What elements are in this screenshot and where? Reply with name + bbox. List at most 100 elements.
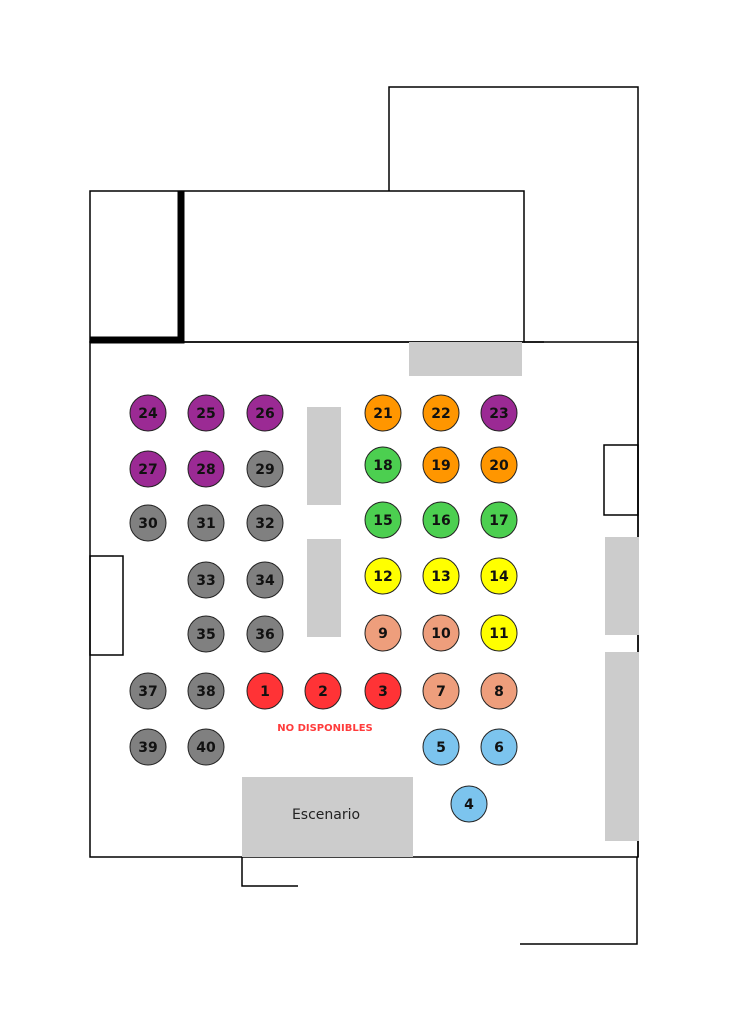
seat-23[interactable]: 23	[480, 394, 518, 432]
seat-circle[interactable]	[304, 672, 342, 710]
seat-number: 38	[196, 684, 215, 700]
seat-30[interactable]: 30	[129, 504, 167, 542]
seat-circle[interactable]	[422, 557, 460, 595]
seat-number: 22	[431, 406, 450, 422]
seat-circle[interactable]	[129, 450, 167, 488]
seat-number: 6	[494, 740, 504, 756]
seat-circle[interactable]	[187, 504, 225, 542]
seat-38[interactable]: 38	[187, 672, 225, 710]
seat-circle[interactable]	[480, 557, 518, 595]
seat-number: 39	[138, 740, 157, 756]
seat-4[interactable]: 4	[450, 785, 488, 823]
side-block-upper	[605, 537, 639, 635]
seat-28[interactable]: 28	[187, 450, 225, 488]
seat-circle[interactable]	[364, 394, 402, 432]
seat-6[interactable]: 6	[480, 728, 518, 766]
seat-26[interactable]: 26	[246, 394, 284, 432]
seat-circle[interactable]	[480, 394, 518, 432]
seat-36[interactable]: 36	[246, 615, 284, 653]
seat-24[interactable]: 24	[129, 394, 167, 432]
seat-circle[interactable]	[129, 672, 167, 710]
seat-circle[interactable]	[364, 672, 402, 710]
seat-circle[interactable]	[246, 615, 284, 653]
seat-2[interactable]: 2	[304, 672, 342, 710]
seat-circle[interactable]	[480, 672, 518, 710]
seat-1[interactable]: 1	[246, 672, 284, 710]
seat-circle[interactable]	[422, 501, 460, 539]
seat-25[interactable]: 25	[187, 394, 225, 432]
seat-number: 35	[196, 627, 215, 643]
seat-circle[interactable]	[480, 446, 518, 484]
seat-34[interactable]: 34	[246, 561, 284, 599]
seat-circle[interactable]	[422, 672, 460, 710]
walls	[89, 86, 639, 945]
bar-block	[409, 342, 522, 376]
seat-9[interactable]: 9	[364, 614, 402, 652]
seat-11[interactable]: 11	[480, 614, 518, 652]
seat-12[interactable]: 12	[364, 557, 402, 595]
seat-circle[interactable]	[246, 504, 284, 542]
seat-number: 2	[318, 684, 328, 700]
seat-circle[interactable]	[364, 614, 402, 652]
seat-circle[interactable]	[450, 785, 488, 823]
seat-circle[interactable]	[480, 501, 518, 539]
seat-10[interactable]: 10	[422, 614, 460, 652]
seat-circle[interactable]	[422, 728, 460, 766]
seat-33[interactable]: 33	[187, 561, 225, 599]
seat-14[interactable]: 14	[480, 557, 518, 595]
seat-5[interactable]: 5	[422, 728, 460, 766]
seat-35[interactable]: 35	[187, 615, 225, 653]
seat-circle[interactable]	[246, 561, 284, 599]
seat-19[interactable]: 19	[422, 446, 460, 484]
seat-31[interactable]: 31	[187, 504, 225, 542]
seat-number: 27	[138, 462, 157, 478]
seat-21[interactable]: 21	[364, 394, 402, 432]
seat-circle[interactable]	[129, 394, 167, 432]
seat-number: 4	[464, 797, 474, 813]
seat-circle[interactable]	[129, 504, 167, 542]
seat-circle[interactable]	[187, 561, 225, 599]
seat-circle[interactable]	[480, 728, 518, 766]
seat-18[interactable]: 18	[364, 446, 402, 484]
seat-number: 11	[489, 626, 508, 642]
stage-block	[242, 777, 413, 857]
seat-circle[interactable]	[187, 672, 225, 710]
seat-29[interactable]: 29	[246, 450, 284, 488]
seat-3[interactable]: 3	[364, 672, 402, 710]
seat-32[interactable]: 32	[246, 504, 284, 542]
seat-circle[interactable]	[187, 450, 225, 488]
seat-40[interactable]: 40	[187, 728, 225, 766]
seat-circle[interactable]	[246, 672, 284, 710]
seat-circle[interactable]	[422, 394, 460, 432]
seat-16[interactable]: 16	[422, 501, 460, 539]
seat-37[interactable]: 37	[129, 672, 167, 710]
seat-7[interactable]: 7	[422, 672, 460, 710]
seat-22[interactable]: 22	[422, 394, 460, 432]
seat-39[interactable]: 39	[129, 728, 167, 766]
seat-number: 24	[138, 406, 158, 422]
seat-circle[interactable]	[480, 614, 518, 652]
seat-circle[interactable]	[364, 557, 402, 595]
seat-circle[interactable]	[187, 728, 225, 766]
seat-circle[interactable]	[129, 728, 167, 766]
seat-17[interactable]: 17	[480, 501, 518, 539]
seat-circle[interactable]	[422, 446, 460, 484]
seat-27[interactable]: 27	[129, 450, 167, 488]
seat-circle[interactable]	[422, 614, 460, 652]
entrance-left	[241, 857, 298, 887]
seat-circle[interactable]	[187, 394, 225, 432]
seat-15[interactable]: 15	[364, 501, 402, 539]
seat-circle[interactable]	[187, 615, 225, 653]
seat-number: 40	[196, 740, 216, 756]
seat-20[interactable]: 20	[480, 446, 518, 484]
seat-circle[interactable]	[246, 394, 284, 432]
divider-upper	[307, 407, 341, 505]
seat-circle[interactable]	[364, 446, 402, 484]
seat-8[interactable]: 8	[480, 672, 518, 710]
seat-13[interactable]: 13	[422, 557, 460, 595]
seat-circle[interactable]	[364, 501, 402, 539]
seat-circle[interactable]	[246, 450, 284, 488]
left-door	[89, 555, 124, 656]
